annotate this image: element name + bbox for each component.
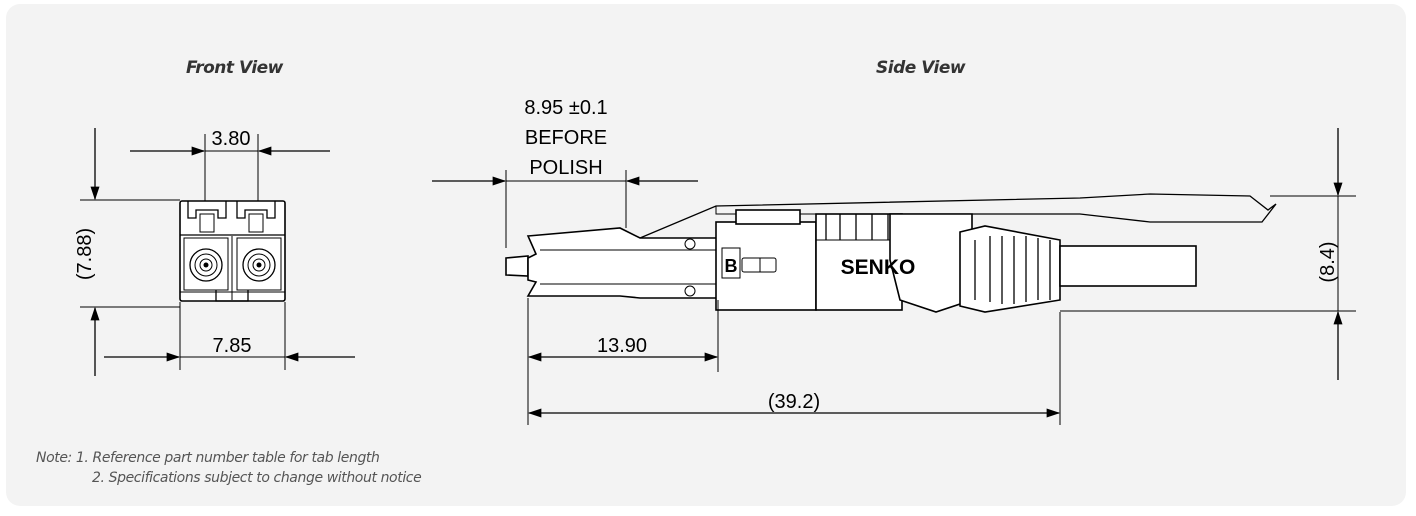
dim-front-height: (7.88) [74, 228, 96, 280]
note-line-2: 2. Specifications subject to change with… [92, 470, 422, 486]
note-line-1: Note: 1. Reference part number table for… [36, 450, 380, 466]
dim-polish-line1: 8.95 ±0.1 [524, 97, 607, 119]
dim-front-length: 13.90 [597, 335, 647, 357]
dim-polish-line2: BEFORE [525, 127, 607, 149]
dim-front-width-top: 3.80 [212, 128, 251, 150]
side-view-drawing [432, 128, 1356, 425]
dim-side-height: (8.4) [1317, 241, 1339, 282]
dim-polish-line3: POLISH [529, 157, 602, 179]
body-letter: B [725, 256, 738, 276]
side-view-title: Side View [876, 58, 966, 78]
dim-front-width-bottom: 7.85 [213, 335, 252, 357]
front-view-title: Front View [186, 58, 283, 78]
dim-total-length: (39.2) [768, 391, 820, 413]
brand-mark: SENKO [841, 256, 916, 279]
front-view-drawing [80, 128, 355, 376]
